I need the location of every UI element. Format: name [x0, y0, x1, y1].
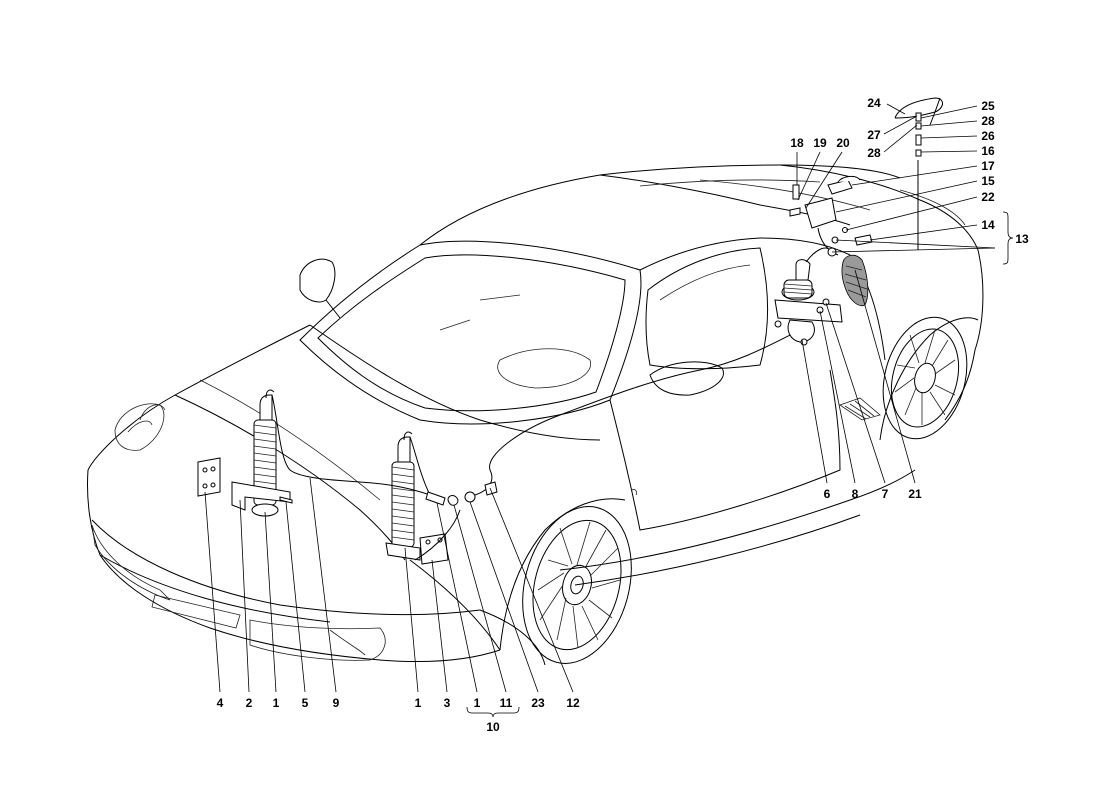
callout-27: 27 [867, 128, 881, 142]
rear-strut-unit [774, 247, 843, 346]
callout-22: 22 [981, 190, 995, 204]
callout-8: 8 [852, 487, 859, 501]
callout-14: 14 [981, 218, 995, 232]
callout-25: 25 [981, 99, 995, 113]
callout-2: 2 [246, 696, 253, 710]
front-strut-right [385, 431, 449, 565]
callout-1-left: 1 [273, 696, 280, 710]
callout-1-group: 1 [474, 696, 481, 710]
leader-lines [204, 103, 1014, 718]
callout-7: 7 [882, 487, 889, 501]
callout-20: 20 [836, 136, 850, 150]
callout-18: 18 [790, 136, 804, 150]
callout-13: 13 [1015, 232, 1029, 246]
callout-1-right: 1 [415, 696, 422, 710]
callout-11: 11 [500, 696, 513, 710]
front-wheel [522, 506, 632, 664]
callout-9: 9 [333, 696, 340, 710]
callout-24: 24 [867, 96, 881, 110]
callout-16: 16 [981, 144, 995, 158]
callout-28-right: 28 [981, 114, 995, 128]
callout-21: 21 [908, 487, 922, 501]
callout-10: 10 [486, 720, 500, 734]
callout-3: 3 [444, 696, 451, 710]
callout-12: 12 [566, 696, 580, 710]
callout-19: 19 [813, 136, 827, 150]
callout-6: 6 [824, 487, 831, 501]
callout-28-left: 28 [867, 146, 881, 160]
callout-labels: 4 2 1 5 9 1 3 1 11 23 12 10 6 8 7 21 18 … [217, 96, 1029, 734]
hydraulic-lines [271, 329, 801, 561]
callout-5: 5 [302, 696, 309, 710]
callout-26: 26 [981, 129, 995, 143]
bracket-plate-left [197, 457, 293, 511]
car-body-outline [87, 164, 984, 666]
callout-15: 15 [981, 174, 995, 188]
front-strut-left [251, 389, 279, 517]
callout-23: 23 [531, 696, 545, 710]
callout-17: 17 [981, 159, 995, 173]
callout-4: 4 [217, 696, 224, 710]
rear-wheel [882, 316, 968, 440]
rear-hardware [789, 97, 943, 307]
